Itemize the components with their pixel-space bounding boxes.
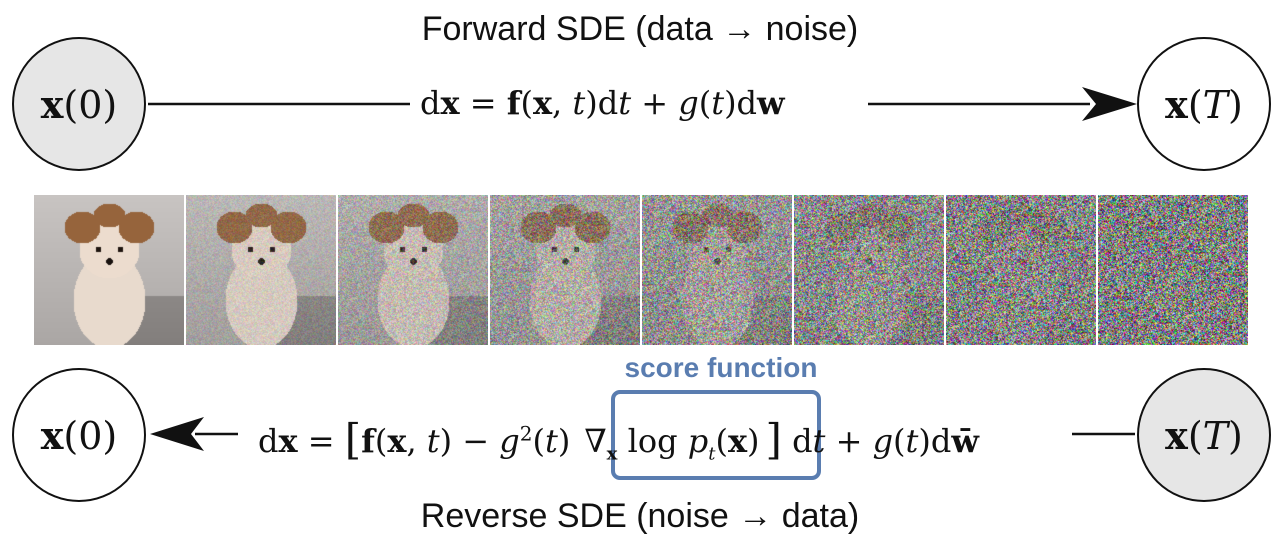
noisy-sample-7 [1098,195,1248,345]
node-label: x(T) [1165,412,1243,458]
noisy-sample-6 [946,195,1096,345]
forward-start-node: x(0) [12,37,146,171]
reverse-end-node: x(0) [12,368,146,502]
noisy-sample-0 [34,195,184,345]
forward-sde-equation: dx = f(x, t)dt + g(t)dw [420,84,785,122]
forward-sde-caption: Forward SDE (data → noise) [421,10,859,48]
node-label: x(0) [40,81,118,127]
reverse-sde-caption: Reverse SDE (noise → data) [420,497,860,535]
reverse-arrowhead [150,417,204,451]
noisy-sample-4 [642,195,792,345]
node-label: x(T) [1165,81,1243,127]
noisy-sample-1 [186,195,336,345]
reverse-sde-equation: dx = [f(x, t) − g2(t)∇x log pt(x)] dt + … [258,415,979,465]
noisy-sample-5 [794,195,944,345]
forward-arrowhead [1082,87,1137,121]
node-label: x(0) [40,412,118,458]
forward-end-node: x(T) [1137,37,1271,171]
diffusion-image-strip [34,195,1248,345]
reverse-start-node: x(T) [1137,368,1271,502]
noisy-sample-3 [490,195,640,345]
noisy-sample-2 [338,195,488,345]
score-function-box [611,390,821,480]
score-function-label: score function [624,352,818,383]
